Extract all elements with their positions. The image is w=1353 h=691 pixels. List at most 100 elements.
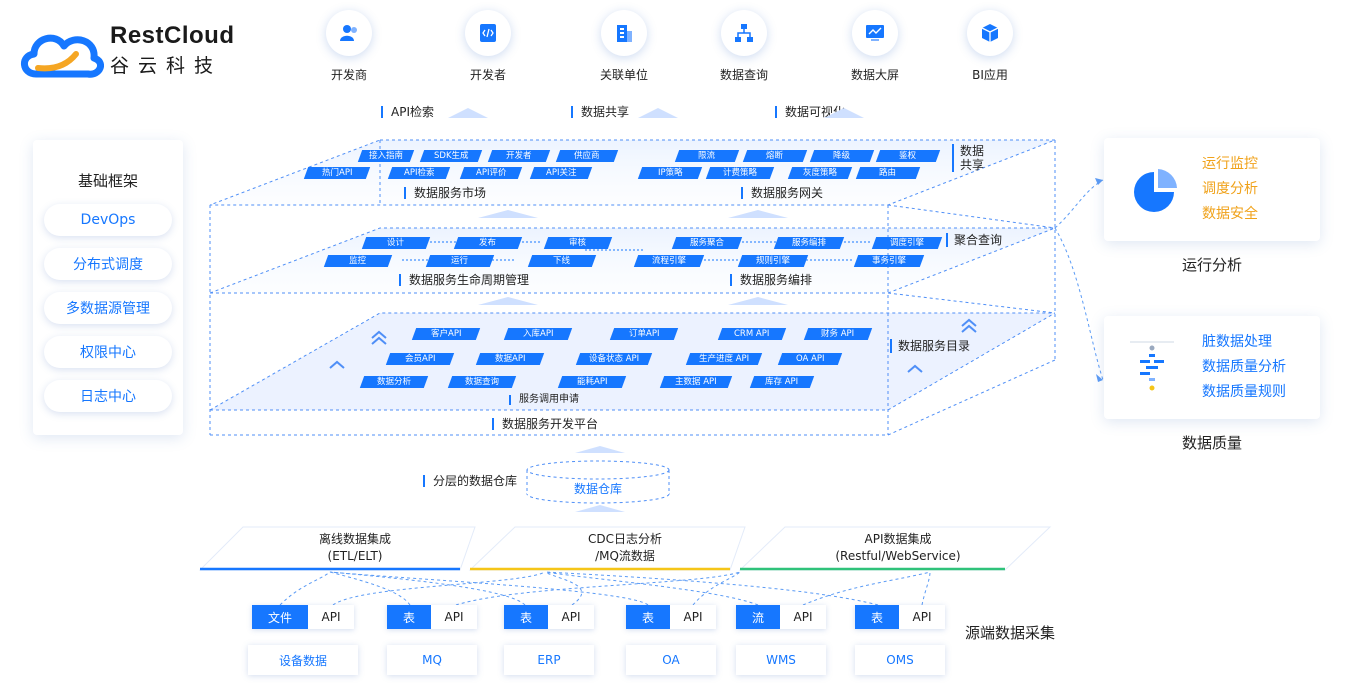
framework-title: 基础框架 <box>77 172 138 190</box>
quality-item-analysis[interactable]: 数据质量分析 <box>1202 359 1286 375</box>
source-name[interactable]: MQ <box>387 645 477 675</box>
chip-text: 库存 API <box>765 377 799 387</box>
catalog-chip[interactable]: OA API <box>777 353 843 365</box>
gateway-chip[interactable]: 计费策略 <box>705 167 775 179</box>
catalog-chip[interactable]: 数据查询 <box>447 376 517 388</box>
market-chip[interactable]: 供应商 <box>555 150 619 162</box>
chip-text: 订单API <box>628 329 660 339</box>
framework-item-scheduling[interactable]: 分布式调度 <box>44 248 172 280</box>
chip-text: OA API <box>795 354 825 364</box>
lifecycle-chip[interactable]: 监控 <box>323 255 393 267</box>
org-chart-icon <box>735 24 753 42</box>
consumer-bi-app[interactable]: BI应用 <box>945 10 1035 83</box>
chip-text: 审核 <box>569 238 587 248</box>
chip-text: 熔断 <box>766 151 784 161</box>
catalog-chip[interactable]: 生产进度 API <box>685 353 763 365</box>
gateway-chip[interactable]: 鉴权 <box>875 150 941 162</box>
source-type: 表 <box>626 605 670 629</box>
gateway-chip[interactable]: IP策略 <box>637 167 703 179</box>
consumer-label: 数据大屏 <box>850 68 899 82</box>
source-name[interactable]: ERP <box>504 645 594 675</box>
catalog-chip[interactable]: 数据分析 <box>359 376 429 388</box>
gateway-chip[interactable]: 灰度策略 <box>787 167 853 179</box>
warehouse-name: 数据仓库 <box>573 482 622 496</box>
gateway-chip[interactable]: 降级 <box>809 150 875 162</box>
framework-item-log[interactable]: 日志中心 <box>44 380 172 412</box>
collector-title: API数据集成 <box>864 532 932 546</box>
catalog-chip[interactable]: 财务 API <box>803 328 873 340</box>
source-type: 流 <box>736 605 780 629</box>
quality-item-rules[interactable]: 数据质量规则 <box>1202 384 1286 400</box>
consumer-related-unit[interactable]: 关联单位 <box>579 10 669 83</box>
lifecycle-chip[interactable]: 运行 <box>425 255 495 267</box>
market-chip[interactable]: API关注 <box>529 167 593 179</box>
catalog-chip[interactable]: 数据API <box>475 353 545 365</box>
quality-card: 脏数据处理 数据质量分析 数据质量规则 <box>1104 316 1320 419</box>
market-chip[interactable]: 接入指南 <box>357 150 415 162</box>
chip-text: 限流 <box>698 151 716 161</box>
orchestrate-chip[interactable]: 规则引擎 <box>737 255 809 267</box>
orchestrate-chip[interactable]: 事务引擎 <box>853 255 925 267</box>
orchestrate-chip[interactable]: 服务编排 <box>773 237 845 249</box>
platform-label: 数据服务开发平台 <box>492 418 598 430</box>
catalog-chip[interactable]: 能耗API <box>557 376 627 388</box>
catalog-chip[interactable]: 会员API <box>385 353 455 365</box>
consumer-label: 数据查询 <box>719 68 768 82</box>
catalog-chip[interactable]: 订单API <box>609 328 679 340</box>
quality-item-dirty[interactable]: 脏数据处理 <box>1202 334 1272 350</box>
lifecycle-chip[interactable]: 审核 <box>543 237 613 249</box>
runtime-item-monitor[interactable]: 运行监控 <box>1202 156 1258 172</box>
chip-text: 接入指南 <box>368 151 403 161</box>
framework-item-permission[interactable]: 权限中心 <box>44 336 172 368</box>
consumer-data-query[interactable]: 数据查询 <box>699 10 789 83</box>
market-chip[interactable]: API评价 <box>459 167 523 179</box>
orchestrate-chip[interactable]: 流程引擎 <box>633 255 705 267</box>
chip-text: 客户API <box>430 329 462 339</box>
chip-text: 服务聚合 <box>689 238 724 248</box>
chip-text: 规则引擎 <box>755 256 790 266</box>
orchestrate-chip[interactable]: 调度引擎 <box>871 237 943 249</box>
catalog-chip[interactable]: CRM API <box>717 328 787 340</box>
collector-subtitle: /MQ流数据 <box>595 549 655 563</box>
market-chip[interactable]: SDK生成 <box>419 150 483 162</box>
market-chip[interactable]: API检索 <box>387 167 451 179</box>
lifecycle-chip[interactable]: 下线 <box>527 255 597 267</box>
catalog-chip[interactable]: 客户API <box>411 328 481 340</box>
chip-text: 降级 <box>833 151 851 161</box>
gateway-chip[interactable]: 熔断 <box>742 150 808 162</box>
runtime-item-security[interactable]: 数据安全 <box>1202 206 1258 222</box>
source-name[interactable]: WMS <box>736 645 826 675</box>
sharing-side-label: 数据 共享 <box>952 144 984 172</box>
orchestrate-chip[interactable]: 服务聚合 <box>671 237 743 249</box>
warehouse-label: 分层的数据仓库 <box>423 475 517 487</box>
consumer-developer[interactable]: 开发者 <box>443 10 533 83</box>
source-name[interactable]: 设备数据 <box>248 645 358 675</box>
chip-text: API检索 <box>403 168 435 178</box>
source-name[interactable]: OA <box>626 645 716 675</box>
consumer-developer-company[interactable]: 开发商 <box>304 10 394 83</box>
logo-subtitle: 谷云科技 <box>110 55 223 77</box>
catalog-chip[interactable]: 库存 API <box>749 376 815 388</box>
market-chip[interactable]: 开发者 <box>487 150 551 162</box>
gateway-chip[interactable]: 路由 <box>855 167 921 179</box>
catalog-chip[interactable]: 主数据 API <box>659 376 733 388</box>
chip-text: 供应商 <box>574 151 600 161</box>
lifecycle-chip[interactable]: 发布 <box>453 237 523 249</box>
gateway-chip[interactable]: 限流 <box>674 150 740 162</box>
framework-item-devops[interactable]: DevOps <box>44 204 172 236</box>
market-chip[interactable]: 热门API <box>303 167 371 179</box>
framework-item-datasource[interactable]: 多数据源管理 <box>44 292 172 324</box>
logo-name: RestCloud <box>110 22 235 49</box>
source-name[interactable]: OMS <box>855 645 945 675</box>
consumer-data-screen[interactable]: 数据大屏 <box>830 10 920 83</box>
catalog-chip[interactable]: 设备状态 API <box>575 353 653 365</box>
lifecycle-chip[interactable]: 设计 <box>361 237 431 249</box>
runtime-item-schedule[interactable]: 调度分析 <box>1202 181 1258 197</box>
catalog-chip[interactable]: 入库API <box>503 328 573 340</box>
